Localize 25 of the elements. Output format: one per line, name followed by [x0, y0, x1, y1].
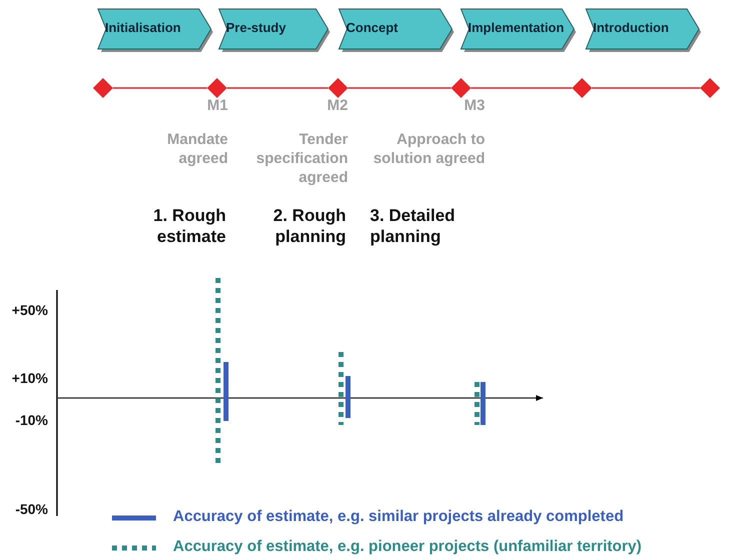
timeline-line [592, 87, 700, 89]
tick-label: -10% [14, 411, 48, 430]
legend-text: Accuracy of estimate, e.g. similar projects already completed [173, 508, 624, 526]
phase-label: Concept [346, 20, 398, 35]
milestone-description: Approach to solution agreed [372, 130, 485, 168]
tick-label: +50% [10, 301, 48, 320]
milestone-description: Mandate agreed [166, 130, 228, 168]
tick-label: +10% [10, 369, 48, 388]
milestone-label: M2 [326, 96, 348, 115]
milestone-description: Tender specification agreed [255, 130, 348, 187]
phase-label: Pre-study [226, 20, 286, 35]
milestone-label: M3 [463, 96, 485, 115]
phase-label: Introduction [593, 20, 669, 35]
timeline-line [227, 87, 328, 89]
timeline-line [471, 87, 572, 89]
timeline-line [113, 87, 207, 89]
tick-label: -50% [14, 500, 48, 519]
phase-label: Implementation [468, 20, 564, 35]
phase-label: Initialisation [105, 20, 181, 35]
step-heading: 3. Detailed planning [370, 205, 456, 247]
legend-text: Accuracy of estimate, e.g. pioneer projects (unfamiliar territory) [173, 538, 642, 556]
step-heading: 1. Rough estimate [152, 205, 226, 247]
milestone-label: M1 [206, 96, 228, 115]
timeline-line [348, 87, 451, 89]
step-heading: 2. Rough planning [272, 205, 346, 247]
